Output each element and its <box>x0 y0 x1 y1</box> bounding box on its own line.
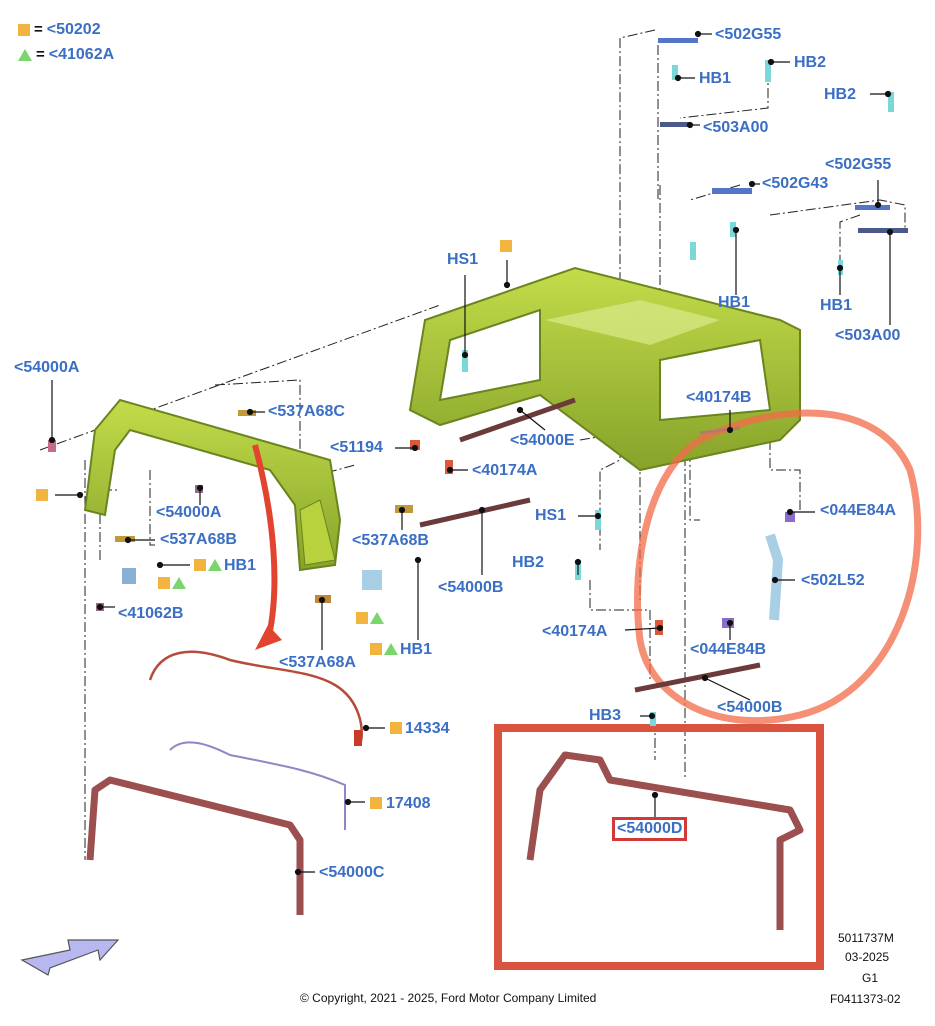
square-marker-icon <box>18 23 30 36</box>
square-marker-icon <box>390 722 402 734</box>
callout-537a68b-left: <537A68B <box>160 531 237 548</box>
square-marker-icon <box>356 612 368 624</box>
tube-502l52 <box>765 533 784 621</box>
callout-502g55-top: <502G55 <box>715 26 782 43</box>
callout-537a68b-right: <537A68B <box>352 532 429 549</box>
pointer-arrow <box>252 444 278 641</box>
square-marker-icon <box>370 797 382 809</box>
callout-hb3: HB3 <box>589 707 622 724</box>
callout-502g43: <502G43 <box>762 175 829 192</box>
orientation-arrow-icon <box>20 939 120 976</box>
legend-item-triangle: = <41062A <box>18 46 114 63</box>
callout-54000a-left: <54000A <box>14 359 80 376</box>
square-marker-icon <box>500 240 512 252</box>
drawing-id: F0411373-02 <box>830 992 901 1006</box>
callout-hb1-top: HB1 <box>699 70 732 87</box>
square-marker-icon <box>36 489 48 501</box>
molding-54000b-mid <box>419 497 531 528</box>
callout-54000b-mid: <54000B <box>438 579 504 596</box>
leader-lines <box>48 30 894 876</box>
rear-roll-bar-lower <box>83 398 342 572</box>
triangle-marker-icon <box>384 643 398 655</box>
molding-54000e <box>459 397 576 443</box>
assembly-lines <box>39 29 906 860</box>
square-marker-icon <box>158 577 170 589</box>
callout-503a00-right: <503A00 <box>835 327 901 344</box>
harness-17408 <box>169 741 346 830</box>
callout-hb2-mid: HB2 <box>512 554 545 571</box>
triangle-marker-icon <box>370 612 384 624</box>
highlight-box <box>494 724 824 970</box>
callout-hb2-right: HB2 <box>824 86 857 103</box>
callout-54000b-right: <54000B <box>717 699 783 716</box>
drawing-code: 5011737M <box>838 931 894 945</box>
callout-54000a-mid: <54000A <box>156 504 222 521</box>
callout-044e84b: <044E84B <box>690 641 767 658</box>
callout-hb1-mid: HB1 <box>718 294 751 311</box>
callout-503a00-top: <503A00 <box>703 119 769 136</box>
triangle-marker-icon <box>172 577 186 589</box>
triangle-marker-icon <box>208 559 222 571</box>
callout-502g55-right: <502G55 <box>825 156 892 173</box>
square-marker-icon <box>370 643 382 655</box>
callout-hs1-mid: HS1 <box>535 507 567 524</box>
highlight-circle <box>634 409 922 725</box>
rear-roll-bar-upper <box>408 266 801 472</box>
legend-label: <50202 <box>46 20 101 38</box>
callout-hb1-left: HB1 <box>224 557 257 574</box>
callout-hb2-top: HB2 <box>794 54 827 71</box>
strip-40174b <box>699 426 741 435</box>
square-marker-icon <box>194 559 206 571</box>
copyright-text: © Copyright, 2021 - 2025, Ford Motor Com… <box>300 991 597 1005</box>
harness-14334 <box>148 650 363 746</box>
callout-537a68a: <537A68A <box>279 654 356 671</box>
callout-40174b: <40174B <box>686 389 752 406</box>
callout-41062b: <41062B <box>118 605 184 622</box>
callout-54000d: <54000D <box>612 817 688 841</box>
callout-54000e: <54000E <box>510 432 575 449</box>
callout-14334: 14334 <box>405 720 450 737</box>
callout-537a68c: <537A68C <box>268 403 345 420</box>
tube-54000d <box>526 751 804 930</box>
triangle-marker-icon <box>18 48 32 61</box>
callout-hs1-top: HS1 <box>447 251 479 268</box>
legend-label: <41062A <box>48 45 115 63</box>
callout-40174a-low: <40174A <box>542 623 608 640</box>
drawing-date: 03-2025 <box>845 950 890 964</box>
tube-54000c <box>86 776 304 915</box>
callout-17408: 17408 <box>386 795 431 812</box>
callout-hb1-right: HB1 <box>820 297 853 314</box>
callout-54000c: <54000C <box>319 864 385 881</box>
callout-502l52: <502L52 <box>801 572 865 589</box>
molding-54000b-right <box>634 662 761 693</box>
callout-044e84a: <044E84A <box>820 502 897 519</box>
drawing-revision: G1 <box>862 971 879 985</box>
callout-51194: <51194 <box>330 439 383 456</box>
legend-item-square: = <50202 <box>18 21 101 38</box>
callout-hb1-low: HB1 <box>400 641 433 658</box>
callout-40174a-mid: <40174A <box>472 462 538 479</box>
